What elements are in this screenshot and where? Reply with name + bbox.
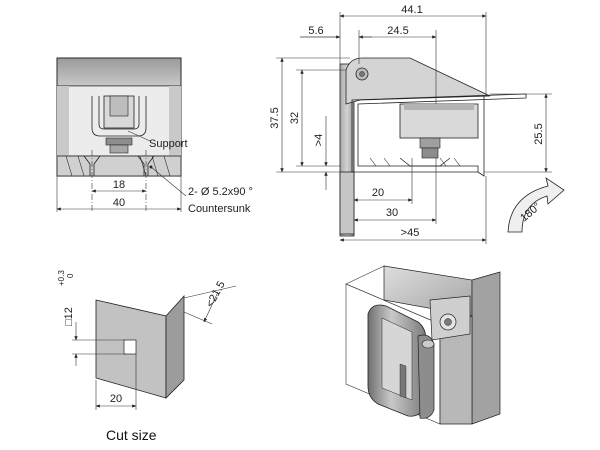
side-view: 44.1 5.6 24.5 37.5 32 >4 25.5 20 30 >45 [269,4,565,244]
rotation-arrow-icon [507,177,565,233]
side-dim-24-5: 24.5 [387,25,408,37]
side-dim-30: 30 [386,207,398,219]
cut-tol-upper: +0.3 [57,270,66,286]
support-label: Support [149,138,188,150]
cut-square-dim: □12 [63,307,75,326]
cut-size-caption: Cut size [106,427,157,443]
isometric-view [345,265,501,425]
cut-size-view: □12 +0.3 0 <21.5 20 Cut size [57,270,237,443]
countersunk-note: Countersunk [188,203,251,215]
side-dim-5-6: 5.6 [308,25,323,37]
side-dim-44-1: 44.1 [401,4,422,16]
cut-dim-20: 20 [110,393,122,405]
side-dim-gt4: >4 [313,134,325,147]
front-dim-40: 40 [113,197,125,209]
side-dim-32: 32 [289,112,301,124]
front-dim-18: 18 [113,179,125,191]
side-dim-20: 20 [372,187,384,199]
side-dim-gt45: >45 [401,227,420,239]
front-view: 18 40 Support 2- Ø 5.2x90 ° Countersunk [56,57,253,215]
side-dim-25-5: 25.5 [533,123,545,144]
cut-tol-lower: 0 [66,273,75,278]
cut-dim-lt21-5: <21.5 [204,279,228,309]
hole-note: 2- Ø 5.2x90 ° [188,186,253,198]
side-dim-37-5: 37.5 [269,107,281,128]
